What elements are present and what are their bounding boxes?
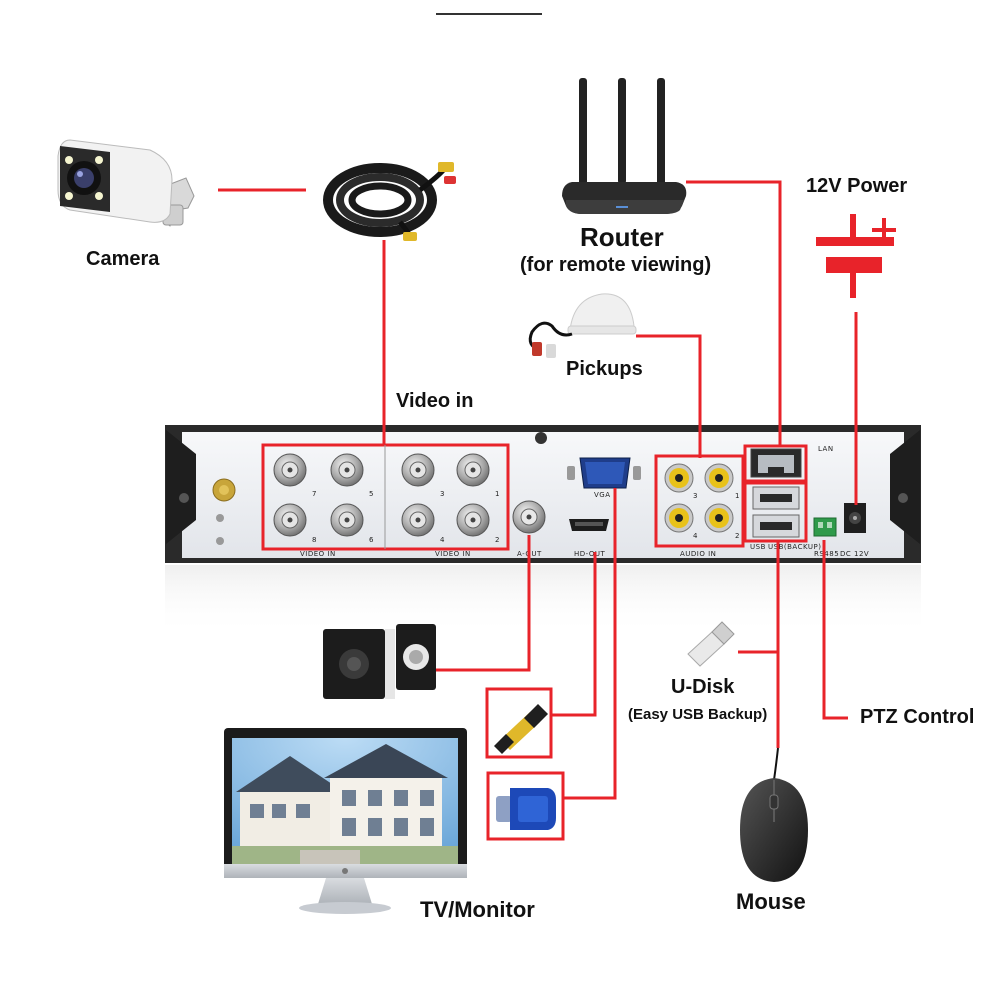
- audio-number-label: 1: [735, 492, 740, 500]
- bnc-video-in-6: [330, 503, 364, 537]
- hdmi-port: [569, 519, 609, 531]
- bnc-video-in-8: [456, 503, 490, 537]
- rca-audio-in-4: [704, 503, 734, 533]
- rs485-label: RS485: [814, 550, 839, 558]
- lan-label: LAN: [818, 445, 834, 453]
- audio-number-label: 3: [693, 492, 698, 500]
- usb-right-label: USB(BACKUP): [768, 543, 821, 551]
- monitor-icon: [224, 728, 467, 914]
- dc-jack: [844, 503, 866, 533]
- bnc-number-label: 6: [369, 536, 374, 544]
- connection-lines: [382, 180, 858, 800]
- bnc-number-label: 2: [495, 536, 500, 544]
- mouse-icon: [740, 747, 808, 882]
- bnc-number-labels: 7 5 3 1 8 6 4 2: [312, 490, 500, 544]
- microphone-icon: [528, 293, 637, 358]
- ptz-label: PTZ Control: [860, 706, 975, 728]
- udisk-sublabel: (Easy USB Backup): [628, 706, 768, 723]
- audio-in-label: AUDIO IN: [680, 550, 716, 558]
- speaker-icon: [323, 624, 436, 699]
- usb-highlight: [743, 481, 808, 543]
- audio-rca-connectors: [664, 463, 734, 533]
- bnc-video-in-4: [456, 453, 490, 487]
- vga-connector-icon: [496, 788, 556, 830]
- power-label: 12V Power: [806, 175, 908, 197]
- bnc-number-label: 3: [440, 490, 445, 498]
- camera-icon: [57, 139, 195, 227]
- bnc-number-label: 1: [495, 490, 500, 498]
- rca-audio-in-3: [664, 503, 694, 533]
- usb-drive-icon: [687, 621, 735, 667]
- usb-ports: [752, 486, 800, 538]
- video-in-right-label: VIDEO IN: [435, 550, 471, 558]
- router-icon: [562, 78, 687, 214]
- dc-label: DC 12V: [840, 550, 869, 558]
- bnc-video-in-1: [273, 453, 307, 487]
- aout-connector: [512, 500, 546, 534]
- video-in-left-label: VIDEO IN: [300, 550, 336, 558]
- hdmi-connector-icon: [494, 704, 548, 754]
- bnc-number-label: 5: [369, 490, 374, 498]
- camera-label: Camera: [86, 248, 160, 270]
- router-label: Router: [580, 222, 664, 252]
- lan-port: [750, 448, 802, 478]
- bnc-video-in-3: [401, 453, 435, 487]
- tv-monitor-label: TV/Monitor: [420, 897, 535, 922]
- hdout-label: HD-OUT: [574, 550, 606, 558]
- bnc-video-in-7: [401, 503, 435, 537]
- bnc-number-label: 4: [440, 536, 445, 544]
- rca-audio-in-2: [704, 463, 734, 493]
- audio-number-label: 4: [693, 532, 698, 540]
- rs485-terminal: [813, 517, 837, 537]
- audio-number-label: 2: [735, 532, 740, 540]
- vga-label: VGA: [594, 491, 611, 499]
- router-sublabel: (for remote viewing): [520, 254, 712, 276]
- coax-cable-icon: [323, 162, 456, 241]
- bnc-number-label: 7: [312, 490, 317, 498]
- lan-highlight: [743, 444, 808, 483]
- rca-audio-in-1: [664, 463, 694, 493]
- usb-left-label: USB: [750, 543, 766, 551]
- udisk-label: U-Disk: [671, 676, 735, 698]
- bnc-video-in-5: [273, 503, 307, 537]
- vga-port: [567, 457, 641, 489]
- battery-icon: [816, 214, 896, 298]
- audio-number-labels: 3 1 4 2: [693, 492, 740, 540]
- bnc-number-label: 8: [312, 536, 317, 544]
- video-in-label: Video in: [396, 390, 474, 412]
- pickups-label: Pickups: [566, 358, 643, 380]
- mouse-label: Mouse: [736, 889, 806, 914]
- bnc-video-in-2: [330, 453, 364, 487]
- bnc-connectors: [273, 453, 490, 537]
